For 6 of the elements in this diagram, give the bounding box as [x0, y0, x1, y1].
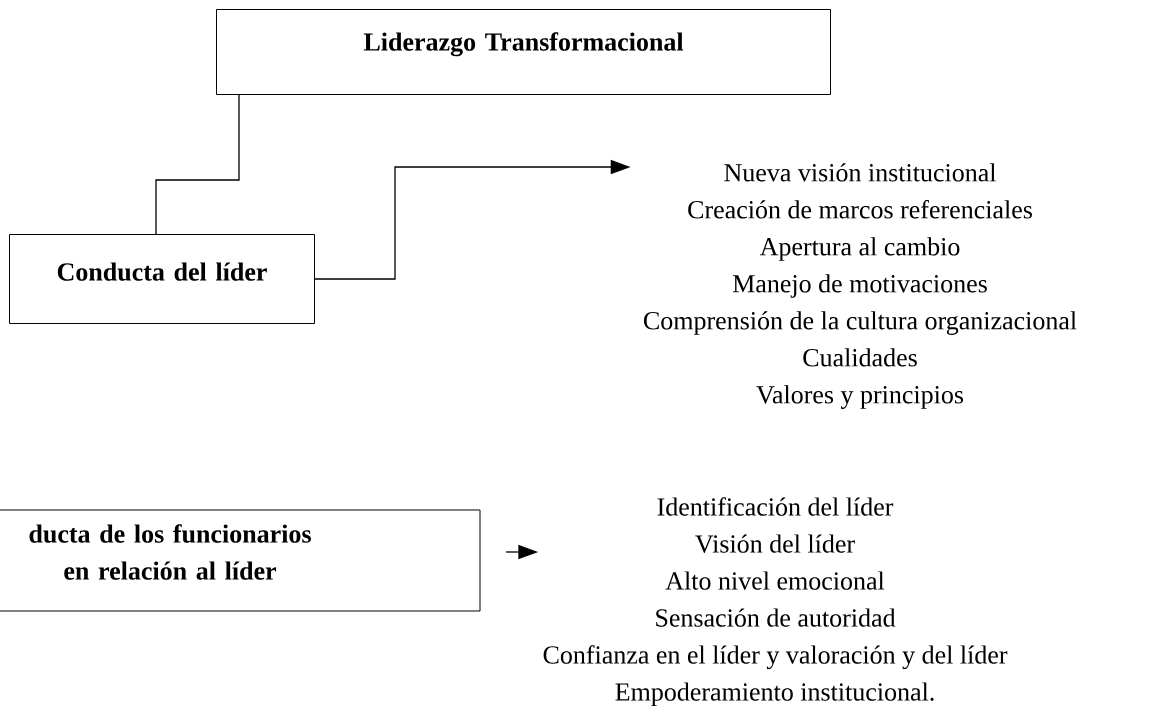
process-box: Conducta del líder [9, 234, 315, 324]
title-box: Liderazgo Transformacional [216, 9, 831, 95]
item-list: Identificación del líder Visión del líder Alto nivel emocional Sensación de autoridad Confianza en el líder y valoración y del líder Empoderamiento institucional. [543, 497, 1008, 707]
process-box: ducta de los funcionarios en relación al líder [0, 509, 481, 612]
connector-line [155, 94, 240, 235]
item-list: Nueva visión institucional Creación de marcos referenciales Apertura al cambio Manejo de motivaciones Comprensión de la cultura organizacional Cualidades Valores y principios [644, 163, 1077, 409]
